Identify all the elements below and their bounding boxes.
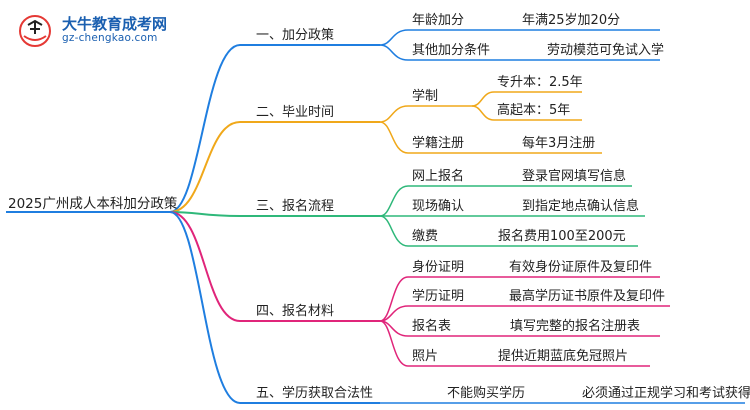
branch-3-child-1-label: 网上报名	[412, 169, 465, 184]
connector-4-1	[379, 276, 660, 322]
connector-4-4	[379, 320, 650, 367]
branch-3-child-1-value: 登录官网填写信息	[522, 169, 627, 184]
branch-1-child-1-value: 年满25岁加20分	[522, 13, 621, 28]
connector-2-2	[379, 121, 602, 154]
branch-1-child-2-label: 其他加分条件	[412, 43, 491, 58]
root-node: 2025广州成人本科加分政策	[8, 196, 178, 212]
logo-url: gz-chengkao.com	[62, 32, 158, 44]
branch-3-child-3-value: 报名费用100至200元	[498, 229, 626, 244]
branch-4-label: 四、报名材料	[256, 304, 335, 319]
connector-branch-5	[169, 211, 380, 404]
branch-5-label: 五、学历获取合法性	[256, 386, 374, 401]
branch-5-child-1-label: 不能购买学历	[447, 386, 526, 401]
branch-4-child-3-value: 填写完整的报名注册表	[510, 319, 641, 334]
connector-2-1	[379, 105, 472, 123]
branch-4-child-1-label: 身份证明	[412, 260, 465, 275]
site-logo: 大牛教育成考网 gz-chengkao.com	[6, 10, 196, 50]
branch-3-child-2-label: 现场确认	[412, 199, 465, 214]
branch-4-child-1-value: 有效身份证原件及复印件	[509, 260, 653, 275]
branch-1-child-1-label: 年龄加分	[412, 13, 465, 28]
branch-2-label: 二、毕业时间	[256, 105, 335, 120]
connector-branch-3	[169, 211, 380, 217]
branch-2-child-1-sub-2: 高起本：5年	[497, 103, 571, 118]
connector-3-3	[379, 215, 638, 247]
connector-branch-2	[169, 121, 380, 213]
connector-2-1-1	[471, 91, 582, 107]
connector-branch-1	[169, 44, 380, 213]
branch-4-child-2-value: 最高学历证书原件及复印件	[509, 289, 666, 304]
connector-branch-4	[169, 211, 380, 322]
branch-2-child-1-sub-1: 专升本：2.5年	[497, 75, 583, 90]
branch-1-label: 一、加分政策	[256, 28, 335, 43]
branch-3-child-2-value: 到指定地点确认信息	[522, 199, 640, 214]
connector-1-2	[379, 44, 660, 61]
connector-1-1	[379, 29, 660, 46]
branch-3-child-3-label: 缴费	[412, 229, 439, 244]
branch-2-child-2-value: 每年3月注册	[522, 136, 596, 151]
branch-4-child-3-label: 报名表	[412, 319, 452, 334]
branch-4-child-2-label: 学历证明	[412, 289, 465, 304]
branch-1-child-2-value: 劳动模范可免试入学	[547, 43, 665, 58]
branch-5-child-1-value: 必须通过正规学习和考试获得	[582, 386, 750, 401]
connector-4-2	[379, 305, 670, 322]
branch-4-child-4-label: 照片	[412, 349, 439, 364]
connector-2-1-2	[471, 105, 582, 121]
connector-3-1	[379, 185, 632, 217]
logo-name: 大牛教育成考网	[62, 15, 168, 33]
logo-mark-icon	[19, 15, 51, 47]
branch-4-child-4-value: 提供近期蓝底免冠照片	[498, 349, 629, 364]
branch-2-child-1-label: 学制	[412, 89, 439, 104]
branch-2-child-2-label: 学籍注册	[412, 136, 465, 151]
branch-3-label: 三、报名流程	[256, 199, 335, 214]
